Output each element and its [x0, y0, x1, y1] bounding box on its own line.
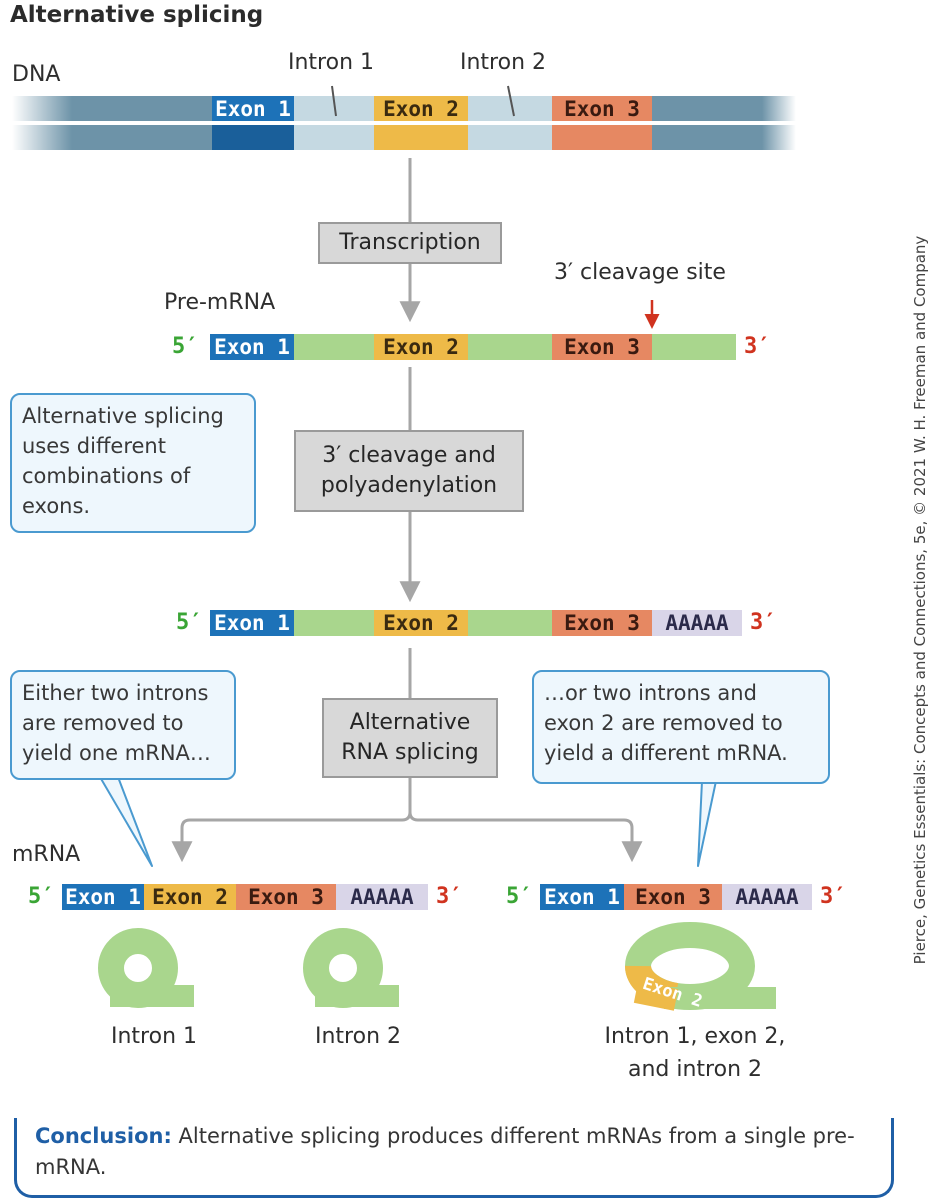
lariat-intron1-exon2-intron2 [625, 922, 776, 1011]
pre-mrna-label: Pre-mRNA [164, 290, 276, 315]
dna-intron1-bottom [294, 124, 374, 150]
polya-rna-polya-tail: AAAAA [652, 610, 742, 636]
polya-rna-intron1 [294, 610, 374, 636]
dna-exon1-bottom [212, 124, 294, 150]
dna-exon3-top [552, 96, 652, 122]
intron1-leader-line [331, 85, 337, 117]
conclusion-text: Alternative splicing produces different … [35, 1124, 855, 1179]
caption-intron1-exon2-intron2: Intron 1, exon 2, and intron 2 [604, 1024, 786, 1082]
transcription-step-box: Transcription [318, 222, 502, 264]
intron2-leader-line [507, 85, 515, 117]
callout-alternative-splicing: Alternative splicing uses different comb… [10, 393, 256, 533]
mrna1-polya-tail: AAAAA [336, 884, 428, 910]
mrna2-3-prime: 3′ [820, 884, 847, 909]
mrna1-exon2: Exon 2 [144, 884, 236, 910]
polya-rna-3-prime: 3′ [750, 610, 777, 635]
mrna2-exon3: Exon 3 [624, 884, 722, 910]
mrna1-exon3: Exon 3 [236, 884, 336, 910]
dna-exon2-bottom [374, 124, 468, 150]
mrna2-5-prime: 5′ [506, 884, 533, 909]
pre-mrna-5-prime: 5′ [172, 334, 199, 359]
credit-line: Pierce, Genetics Essentials: Concepts an… [911, 235, 929, 965]
mrna1-5-prime: 5′ [28, 884, 55, 909]
cleavage-site-label: 3′ cleavage site [554, 260, 726, 285]
polya-rna-exon3: Exon 3 [552, 610, 652, 636]
callout-left-pointer [99, 776, 153, 867]
pre-mrna-exon3: Exon 3 [552, 334, 652, 360]
pre-mrna-3-prime: 3′ [744, 334, 771, 359]
dna-exon1-label: Exon 1 [215, 97, 291, 121]
caption-intron2: Intron 2 [314, 1024, 401, 1049]
mrna1-exon1: Exon 1 [62, 884, 144, 910]
dna-exon2-label: Exon 2 [383, 97, 459, 121]
dna-intron2-bottom [468, 124, 552, 150]
dna-exon3-bottom [552, 124, 652, 150]
callout-right-mrna: …or two introns and exon 2 are removed t… [532, 670, 830, 784]
intron2-label: Intron 2 [460, 50, 547, 75]
polya-rna-intron2 [468, 610, 552, 636]
dna-exon1-top [212, 96, 294, 122]
mrna2-polya-tail: AAAAA [722, 884, 812, 910]
pre-mrna-exon2: Exon 2 [374, 334, 468, 360]
mrna1-3-prime: 3′ [436, 884, 463, 909]
polya-rna-5-prime: 5′ [176, 610, 203, 635]
caption-intron1: Intron 1 [110, 1024, 197, 1049]
mrna2-exon1: Exon 1 [540, 884, 624, 910]
callout-right-pointer [697, 780, 717, 867]
conclusion-box: Conclusion: Alternative splicing produce… [14, 1118, 894, 1198]
diagram-title: Alternative splicing [10, 2, 264, 28]
polya-rna-exon2: Exon 2 [374, 610, 468, 636]
dna-label: DNA [12, 62, 61, 87]
cleavage-step-box: 3′ cleavage and polyadenylation [294, 430, 524, 512]
lariat-intron1 [98, 928, 194, 1008]
arrow-to-mrna-two [408, 811, 643, 863]
pre-mrna-intron2 [468, 334, 552, 360]
intron1-label: Intron 1 [288, 50, 375, 75]
dna-exon2-top [374, 96, 468, 122]
dna-molecule [12, 96, 796, 150]
mrna-label: mRNA [12, 842, 81, 867]
polya-rna-exon1: Exon 1 [210, 610, 294, 636]
pre-mrna-exon1: Exon 1 [210, 334, 294, 360]
conclusion-lead: Conclusion: [35, 1124, 172, 1148]
lariat-intron2 [303, 928, 399, 1008]
pre-mrna-intron1 [294, 334, 374, 360]
dna-exon3-label: Exon 3 [564, 97, 640, 121]
pre-mrna-3-prime-tail [652, 334, 736, 360]
splicing-step-box: Alternative RNA splicing [322, 698, 498, 778]
callout-left-mrna: Either two introns are removed to yield … [10, 670, 236, 780]
arrow-to-mrna-one [171, 776, 412, 863]
